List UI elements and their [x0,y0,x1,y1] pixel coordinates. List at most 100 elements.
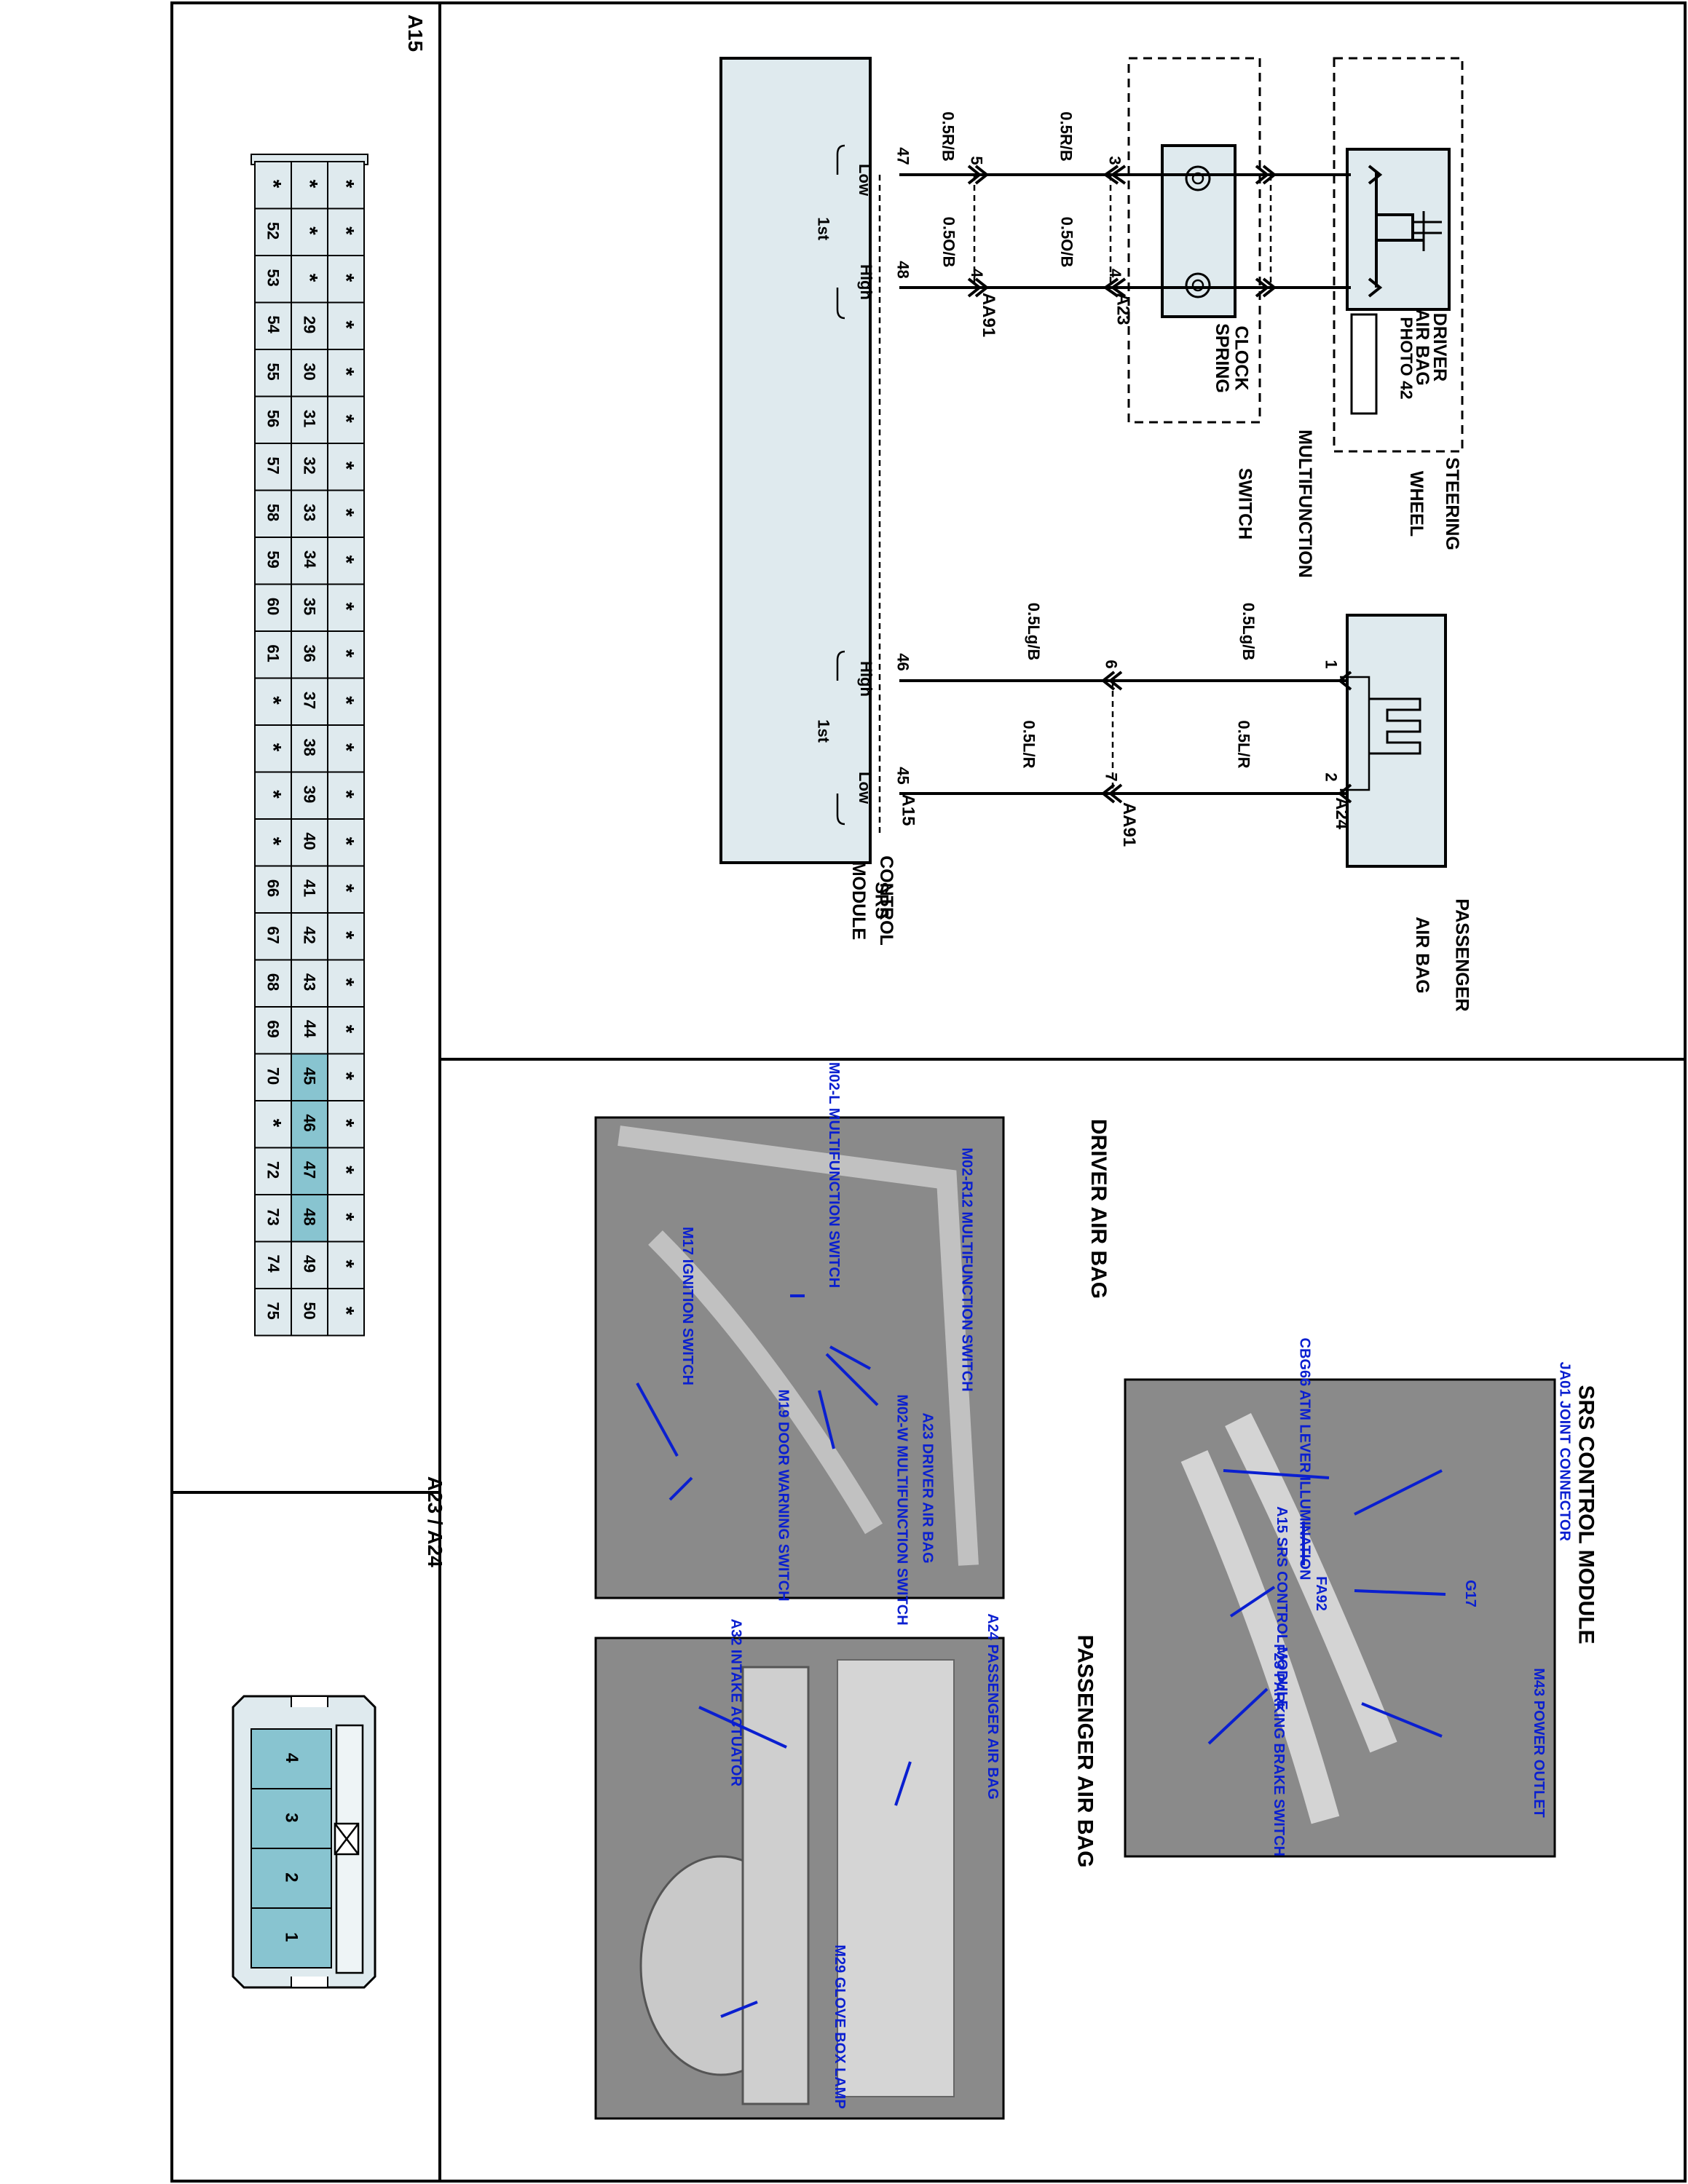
wire-label-6: 0.5L/R [1235,720,1253,768]
wire-label-7: 0.5Lg/B [1025,603,1043,660]
a15-view-title: A15 [404,15,427,52]
a15-pin-label: * [334,1119,358,1128]
a15-pin-label: 46 [301,1114,319,1131]
a15-pin-cell [327,959,365,1008]
a15-pin-cell [254,301,292,350]
a15-pin-label: 55 [264,363,283,380]
a15-pin-grid: *****52**53*2954*3055*3156*3257*3358*345… [254,161,365,1337]
srs-ann-cbg66: CBG66 ATM LEVER ILLUMINATION [1296,1338,1312,1580]
a23-a24-pin-label: 1 [282,1932,301,1942]
a15-pin-label: 29 [301,316,319,333]
a15-pin-label: * [298,274,322,282]
a15-pin-label: * [261,1119,285,1128]
steering-wheel-label-2: WHEEL [1406,471,1427,537]
a15-pin-label: 53 [264,269,283,286]
a15-pin-cell [327,865,365,914]
passenger-airbag-box [1346,614,1447,868]
a15-connector-view: A15 *****52**53*2954*3055*3156*3257*3358… [251,15,427,1337]
a15-pin-cell [291,301,328,350]
a15-pin-cell [254,489,292,538]
a15-pin-label: * [334,837,358,846]
a15-pin-cell [291,865,328,914]
driver-airbag-label: DRIVER [1429,313,1450,381]
driver-ann-m19: M19 DOOR WARNING SWITCH [776,1389,792,1601]
module-internal-high-2: High [857,661,875,697]
connector-aa91-lower: AA91 [1119,802,1139,847]
a15-pin-label: * [334,414,358,423]
a15-pin-cell [327,1288,365,1337]
a15-pin-label: * [334,180,358,189]
connector-aa91-upper: AA91 [979,293,998,337]
a15-pin-label: * [298,180,322,189]
srs-ann-fa92: FA92 [1313,1576,1329,1611]
a15-pin-label: 66 [264,879,283,897]
a15-pin-cell [327,489,365,538]
a15-pin-label: 72 [264,1161,283,1179]
a15-pin-cell [254,1053,292,1101]
module-internal-high: High [857,264,875,300]
steering-wheel-label: STEERING [1442,457,1462,550]
a15-pin-cell [254,771,292,820]
a15-pin-label: * [334,649,358,658]
a15-pin-label: * [334,602,358,611]
passenger-photo-title: PASSENGER AIR BAG [1073,1634,1097,1867]
a15-pin-label: 56 [264,410,283,427]
a15-pin-label: * [261,743,285,752]
a15-pin-label: 34 [301,550,319,569]
a15-pin-cell [291,912,328,961]
driver-ann-m17: M17 IGNITION SWITCH [679,1227,695,1385]
srs-ann-f23: F23 PARKING BRAKE SWITCH [1271,1644,1287,1856]
a15-pin-label: 36 [301,644,319,662]
a15-pin-cell [254,1288,292,1337]
srs-module-label: SRS [872,882,892,919]
a15-pin-label: * [334,743,358,752]
a15-pin-cell [254,1147,292,1195]
a15-pin-label: 52 [264,222,283,240]
a15-pin-cell [291,959,328,1008]
srs-ann-a15: A15 SRS CONTROL MODULE [1274,1506,1290,1710]
a15-pin-label: 48 [301,1208,319,1225]
a15-pin-label: * [334,931,358,940]
a15-pin-label: 75 [264,1302,283,1319]
pin-aa91-7: 7 [1103,772,1121,781]
passenger-ann-m29: M29 GLOVE BOX LAMP [832,1944,848,2109]
wire-label-4: 0.5O/B [939,217,958,268]
a15-pin-label: * [334,462,358,470]
a15-pin-label: 54 [264,315,283,333]
a15-pin-cell [254,443,292,491]
a15-pin-label: 59 [264,550,283,568]
a23-a24-pin-cell [251,1788,332,1849]
a15-pin-cell [254,1006,292,1055]
a15-pin-cell [327,583,365,632]
a15-pin-cell [327,1006,365,1055]
a15-pin-label: 37 [301,692,319,709]
a15-pin-label: 35 [301,598,319,615]
pin-a23-3: 3 [1106,156,1124,165]
a15-pin-cell [291,818,328,867]
pin-a15-46: 46 [894,653,912,670]
a15-pin-label: 42 [301,926,319,943]
multifunction-switch-boundary [1127,57,1261,424]
srs-module-label-3: MODULE [848,861,869,940]
pin-a24-1: 1 [1322,660,1341,668]
clock-spring-label: CLOCK [1231,326,1251,391]
a15-pin-cell [327,912,365,961]
a15-pin-cell [291,677,328,726]
a15-pin-label: * [334,978,358,986]
a15-pin-cell [254,349,292,397]
pin-aa91-6: 6 [1103,660,1121,668]
a15-pin-label: 32 [301,456,319,474]
a23-a24-pin-label: 2 [282,1872,301,1882]
srs-photo-title: SRS CONTROL MODULE [1574,1385,1598,1644]
srs-module-label-2: CONTROL [876,855,896,946]
a15-pin-cell [254,207,292,256]
a15-pin-label: 74 [264,1254,283,1273]
a15-pin-label: * [261,180,285,189]
driver-photo-title: DRIVER AIR BAG [1086,1119,1111,1299]
a15-pin-label: 38 [301,738,319,756]
a15-pin-label: 31 [301,410,319,427]
wire-label-1: 0.5R/B [1057,111,1076,161]
connector-a15: A15 [899,794,918,826]
